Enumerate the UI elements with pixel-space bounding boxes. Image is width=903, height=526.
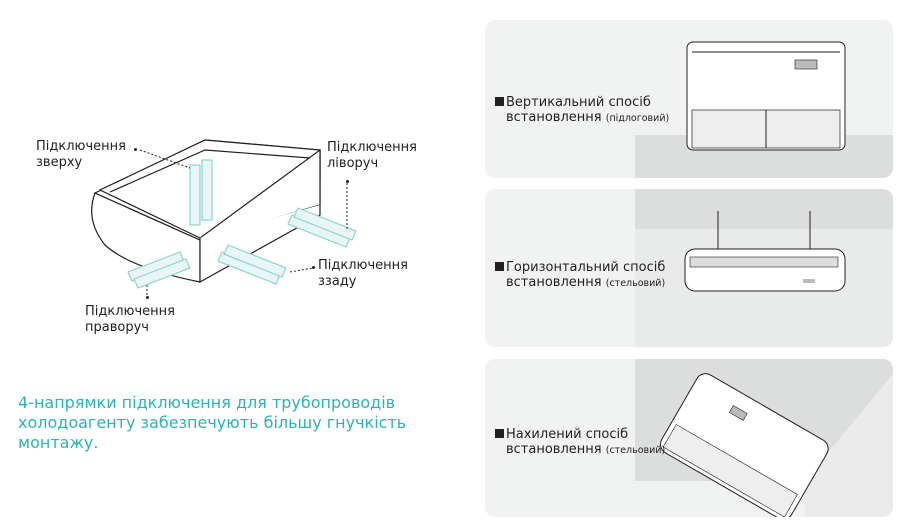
label-right-connection: Підключення праворуч	[85, 304, 175, 336]
panel-horizontal-install: Горизонтальний спосіб встановлення (стел…	[485, 189, 893, 347]
bullet-square-icon	[495, 429, 504, 438]
connection-marker	[346, 180, 349, 183]
label-line: ліворуч	[327, 156, 379, 171]
label-left-connection: Підключення ліворуч	[327, 140, 417, 172]
panel-vertical-install: Вертикальний спосіб встановлення (підлог…	[485, 20, 893, 178]
unit-connection-illustration	[91, 139, 357, 295]
panel-title: Горизонтальний спосіб	[506, 260, 666, 275]
panel-subtitle: встановлення	[506, 275, 602, 290]
label-line: Підключення	[327, 140, 417, 155]
panel-caption: Нахилений спосіб встановлення (стельовий…	[495, 427, 665, 458]
inclined-unit-illustration	[635, 359, 893, 517]
floor-unit-illustration	[635, 41, 893, 178]
label-line: зверху	[36, 155, 83, 170]
label-line: Підключення	[85, 304, 175, 319]
connection-marker	[146, 296, 149, 299]
connection-marker	[134, 148, 137, 151]
label-line: ззаду	[318, 274, 357, 289]
panel-subtitle: встановлення	[506, 110, 602, 125]
panel-title: Вертикальний спосіб	[506, 95, 651, 110]
panel-inclined-install: Нахилений спосіб встановлення (стельовий…	[485, 359, 893, 517]
label-line: Підключення	[318, 258, 408, 273]
panel-title: Нахилений спосіб	[506, 427, 629, 442]
label-line: Підключення	[36, 139, 126, 154]
bullet-square-icon	[495, 262, 504, 271]
connection-marker	[312, 266, 315, 269]
ceiling-unit-illustration	[635, 189, 893, 347]
label-line: праворуч	[85, 320, 149, 335]
tagline: 4-напрямки підключення для трубопроводів…	[18, 393, 407, 452]
panel-caption: Горизонтальний спосіб встановлення (стел…	[495, 260, 665, 291]
panel-note: (стельовий)	[605, 445, 666, 456]
panel-subtitle: встановлення	[506, 442, 602, 457]
label-top-connection: Підключення зверху	[36, 139, 126, 171]
label-back-connection: Підключення ззаду	[318, 258, 408, 290]
panel-caption: Вертикальний спосіб встановлення (підлог…	[495, 95, 669, 126]
bullet-square-icon	[495, 97, 504, 106]
panel-note: (стельовий)	[605, 278, 666, 289]
panel-note: (підлоговий)	[605, 113, 670, 124]
